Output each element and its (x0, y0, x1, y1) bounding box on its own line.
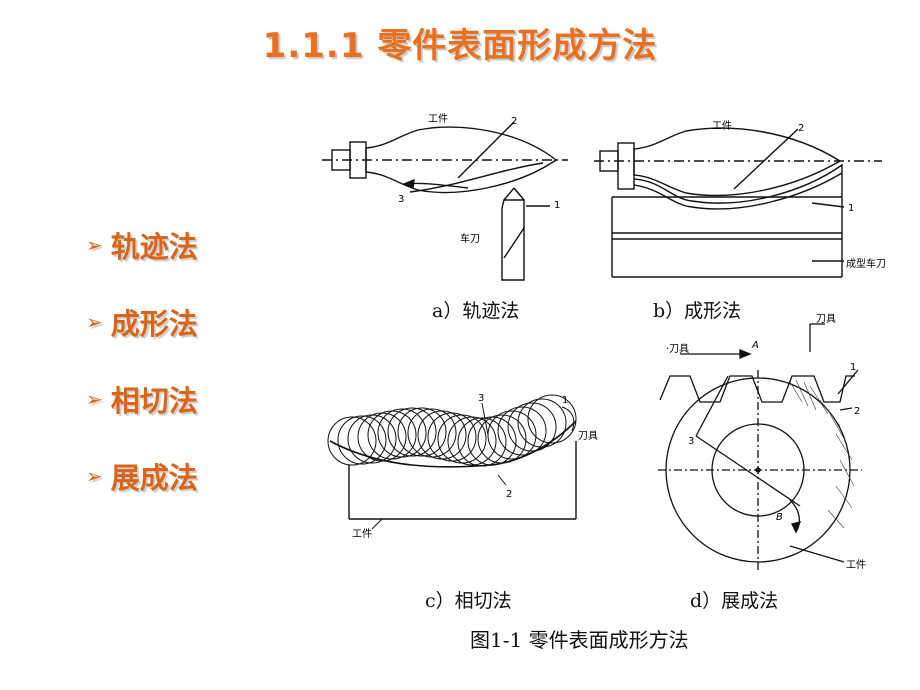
arrow-bullet-icon: ➢ (86, 463, 103, 488)
fig-b-label-2: 2 (798, 123, 804, 134)
fig-b-tool-label: 成型车刀 (846, 257, 886, 270)
fig-a-label-1: 1 (554, 200, 560, 211)
figure-c-tangent: 3 1 刀具 2 工件 (327, 393, 598, 540)
bullet-forming-method: ➢ 成形法 (86, 283, 198, 360)
figure-caption: 图1-1 零件表面成形方法 (470, 628, 689, 652)
arrow-bullet-icon: ➢ (86, 386, 103, 411)
fig-c-label-2: 2 (506, 489, 512, 500)
fig-c-label-3: 3 (478, 393, 484, 404)
method-list: ➢ 轨迹法 ➢ 成形法 ➢ 相切法 ➢ 展成法 (86, 206, 198, 514)
bullet-tangent-method: ➢ 相切法 (86, 360, 198, 437)
fig-a-label-2: 2 (511, 116, 517, 127)
page-title: 1.1.1 零件表面形成方法 (262, 26, 658, 66)
arrow-bullet-icon: ➢ (86, 309, 103, 334)
fig-a-tool-label: 车刀 (460, 232, 480, 245)
fig-d-label-A: A (751, 340, 759, 351)
generating-hatch (789, 379, 855, 529)
bullet-generating-method: ➢ 展成法 (86, 437, 198, 514)
figure-a-trajectory: 工件 2 1 3 车刀 (322, 113, 568, 281)
fig-c-workpiece-label: 工件 (352, 528, 372, 540)
fig-b-caption: b）成形法 (653, 300, 742, 322)
fig-b-workpiece-label: 工件 (712, 120, 732, 132)
fig-d-label-3: 3 (688, 436, 694, 447)
fig-d-label-2: 2 (854, 406, 860, 417)
fig-d-label-1: 1 (850, 362, 856, 373)
figure-b-forming: 工件 2 1 成型车刀 (594, 120, 886, 278)
fig-d-label-B: B (776, 512, 783, 523)
fig-d-workpiece-label: 工件 (846, 559, 866, 571)
bullet-label: 相切法 (110, 383, 198, 418)
fig-d-tool-left-label: ·刀具 (666, 343, 689, 355)
figure-d-generating: 刀具 ·刀具 A 1 2 3 B 工件 (658, 313, 866, 572)
fig-a-caption: a）轨迹法 (432, 300, 520, 322)
fig-d-tool-top-label: 刀具 (816, 313, 836, 325)
bullet-trajectory-method: ➢ 轨迹法 (86, 206, 198, 283)
bullet-label: 轨迹法 (110, 229, 198, 264)
fig-c-label-1: 1 (562, 395, 568, 406)
fig-c-caption: c）相切法 (425, 590, 512, 612)
fig-b-label-1: 1 (848, 203, 854, 214)
fig-c-tool-label: 刀具 (578, 430, 598, 442)
bullet-label: 成形法 (110, 306, 198, 341)
fig-d-caption: d）展成法 (690, 590, 779, 612)
fig-a-workpiece-label: 工件 (428, 113, 448, 125)
arrow-bullet-icon: ➢ (86, 232, 103, 257)
bullet-label: 展成法 (110, 460, 198, 495)
fig-a-label-3: 3 (398, 194, 404, 205)
